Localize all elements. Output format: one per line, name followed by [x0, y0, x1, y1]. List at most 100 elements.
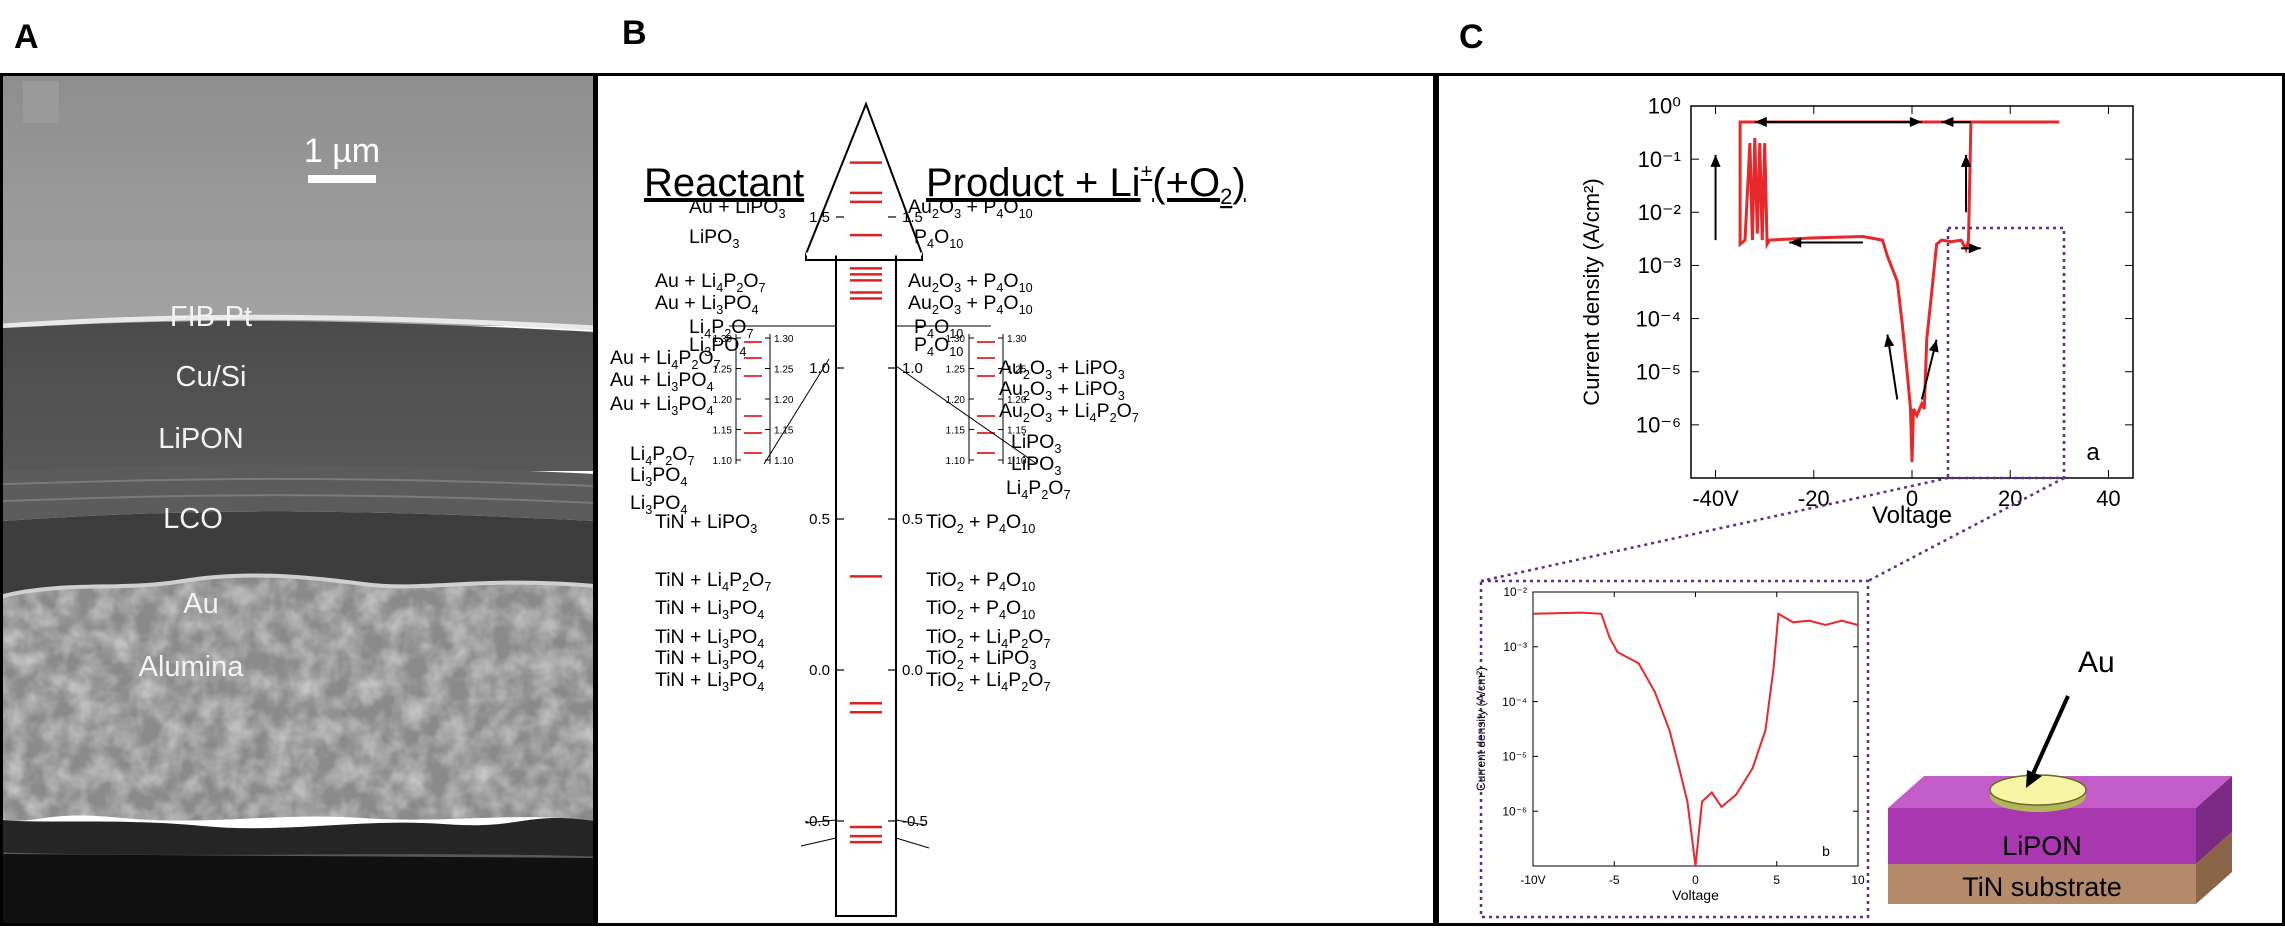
reactant-formula: TiN + Li3PO4 [655, 597, 765, 622]
chart-panel-letter: b [1822, 843, 1830, 859]
axis-tick-label-left: 1.5 [809, 209, 830, 226]
layer-label-au: Au [183, 588, 218, 620]
inset-tick-label-right: 1.25 [774, 365, 794, 376]
reactant-formula: Au + Li4P2O7 [655, 270, 766, 295]
inset-tick-label-right: 1.20 [1007, 395, 1027, 406]
zoom-box [1946, 226, 2066, 480]
inset-tick-label-right: 1.10 [774, 456, 794, 467]
connector-line [800, 837, 837, 847]
panel-label-c: C [1459, 18, 1484, 56]
direction-arrowhead [1928, 339, 1939, 353]
inset-tick-label-right: 1.15 [1007, 426, 1027, 437]
lipon-side-face [2196, 776, 2232, 864]
reactant-formula: Li3PO4 [630, 464, 688, 489]
inset-tick-label-left: 1.10 [713, 456, 733, 467]
inset-tick-label-right: 1.25 [1007, 365, 1027, 376]
x-tick-label: 20 [1998, 486, 2022, 511]
layer-label-lco: LCO [163, 503, 223, 535]
x-tick-label: 5 [1773, 873, 1780, 887]
product-formula: TiO2 + P4O10 [926, 511, 1036, 536]
direction-arrowhead [1710, 154, 1721, 167]
product-formula: TiO2 + LiPO3 [926, 647, 1037, 672]
x-tick-label: -40V [1692, 486, 1739, 511]
scale-bar-label: 1 µm [304, 132, 380, 170]
direction-arrowhead [1789, 237, 1802, 248]
reactant-formula: TiN + Li3PO4 [655, 669, 765, 694]
y-tick-label: 10⁻³ [1638, 253, 1681, 278]
axis-tick-label-left: 0.0 [809, 662, 830, 679]
axis-tick-label-right: 1.0 [902, 360, 923, 377]
y-tick-label: 10⁻⁶ [1502, 804, 1527, 818]
y-tick-label: 10⁰ [1648, 94, 1681, 119]
product-formula: Li4P2O7 [1006, 477, 1071, 502]
axis-tick-label-right: 1.5 [902, 209, 923, 226]
au-pointer-line [2030, 695, 2070, 777]
x-tick-label: 0 [1692, 873, 1699, 887]
connector-line [805, 819, 837, 824]
layer-label-alumina: Alumina [139, 651, 245, 683]
reactant-formula: TiN + LiPO3 [655, 511, 758, 536]
axis-tick-label-right: 0.5 [902, 511, 923, 528]
header-reactant: Reactant [644, 161, 804, 205]
main-axis-ticks: 2.02.01.51.51.01.00.50.50.00.0-0.5-0.5 [804, 209, 928, 830]
reactant-formula: Au + LiPO3 [689, 196, 786, 221]
inset-tick-label-right: 1.20 [774, 395, 794, 406]
x-axis-label: Voltage [1872, 502, 1952, 529]
schematic-label-tin: TiN substrate [1962, 872, 2122, 902]
arrow-head [805, 101, 923, 261]
axis-tick-label-right: 0.0 [902, 662, 923, 679]
y-tick-label: 10⁻⁵ [1636, 359, 1681, 384]
product-formula: TiO2 + Li4P2O7 [926, 669, 1051, 694]
y-tick-label: 10⁻⁶ [1636, 413, 1681, 438]
y-axis-label: Current density (A/cm²) [1474, 667, 1488, 791]
y-tick-label: 10⁻⁴ [1635, 306, 1681, 331]
panel-label-a: A [14, 18, 39, 56]
inset-tick-label-right: 1.30 [1007, 334, 1027, 345]
connector-line [895, 837, 930, 849]
x-tick-label: 10 [1851, 873, 1865, 887]
header-product: Product + Li+(+O2) [926, 161, 1246, 209]
product-formula: Au2O3 + P4O10 [908, 292, 1033, 317]
product-formula: TiO2 + P4O10 [926, 569, 1036, 594]
direction-arrowhead [1754, 116, 1767, 128]
inset-tick-label-left: 1.25 [946, 365, 966, 376]
inset-tick-label-left: 1.30 [713, 334, 733, 345]
panel-a-sem-image: 1 µm FIB-Pt Cu/Si LiPON LCO Au Alumina [0, 73, 598, 926]
au-electrode [1989, 774, 2087, 806]
panel-b-diagram: Reactant Product + Li+(+O2) 2.02.01.51.5… [593, 73, 1439, 926]
layer-label-lipon: LiPON [158, 423, 243, 455]
inset-tick-label-right: 1.10 [1007, 456, 1027, 467]
product-formula: Au2O3 + LiPO3 [999, 357, 1125, 382]
tin-front-face [1888, 864, 2196, 904]
schematic-label-lipon: LiPON [2002, 831, 2082, 861]
product-formula: TiO2 + P4O10 [926, 597, 1036, 622]
energy-levels [850, 161, 882, 844]
inset-tick-label-left: 1.20 [946, 395, 966, 406]
product-formula: Au2O3 + Li4P2O7 [999, 400, 1139, 425]
data-series-line [1738, 120, 2060, 463]
x-tick-label: 0 [1906, 486, 1918, 511]
x-axis-label: Voltage [1672, 887, 1719, 903]
direction-arrowhead [1960, 154, 1972, 167]
layer-label-cu-si: Cu/Si [176, 361, 247, 393]
product-formula: Au2O3 + P4O10 [908, 270, 1033, 295]
axis-tick-label-right: -0.5 [902, 813, 928, 830]
inset-tick-label-right: 1.30 [774, 334, 794, 345]
inset-tick-label-left: 1.25 [713, 365, 733, 376]
reactant-formula: Au + Li4P2O7 [610, 347, 721, 372]
reactant-formula: Li4P2O7 [689, 316, 754, 341]
inset-tick-label-left: 1.15 [946, 426, 966, 437]
schematic-label-au: Au [2078, 646, 2115, 679]
tin-side-face [2196, 832, 2232, 904]
y-tick-label: 10⁻³ [1503, 640, 1527, 654]
y-axis-label: Current density (A/cm²) [1579, 178, 1604, 405]
y-tick-label: 10⁻⁵ [1502, 750, 1527, 764]
product-formula: P4O10 [914, 334, 964, 359]
panel-label-b: B [622, 14, 647, 52]
sem-cross-section: 1 µm FIB-Pt Cu/Si LiPON LCO Au Alumina [3, 76, 595, 923]
data-series-line [1532, 611, 1859, 867]
reactant-formula: Li3PO4 [689, 334, 747, 359]
product-formula: P4O10 [914, 316, 964, 341]
